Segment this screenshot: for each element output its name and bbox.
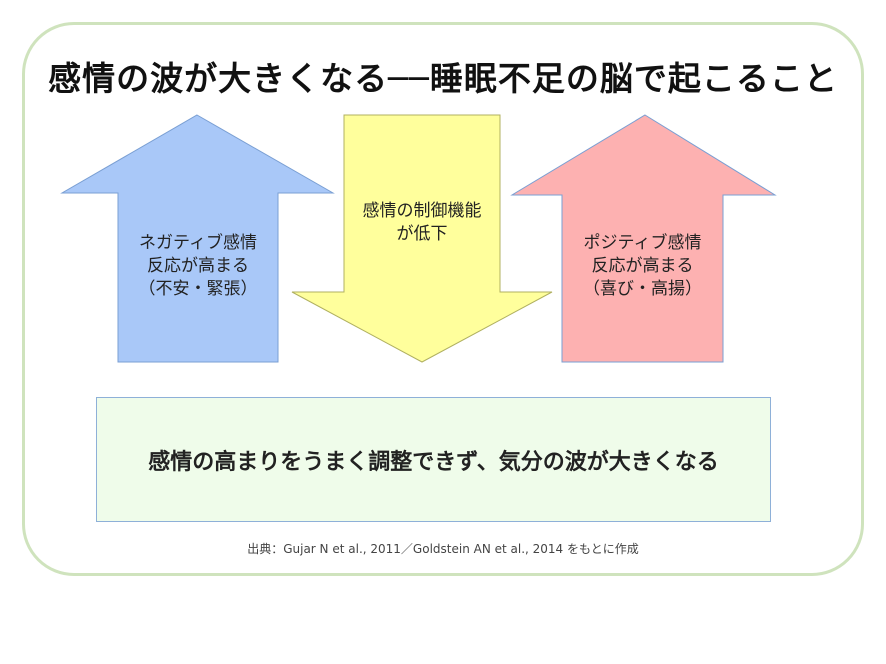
result-box: 感情の高まりをうまく調整できず、気分の波が大きくなる [96, 397, 771, 522]
positive-label: ポジティブ感情 反応が高まる （喜び・高揚） [562, 232, 723, 301]
control-down-arrow [291, 114, 553, 363]
negative-line3: （不安・緊張） [138, 279, 258, 299]
positive-line1: ポジティブ感情 [583, 233, 702, 253]
negative-line1: ネガティブ感情 [139, 233, 257, 253]
source-citation: 出典：Gujar N et al., 2011／Goldstein AN et … [247, 542, 639, 556]
positive-up-arrow [510, 114, 777, 363]
control-label: 感情の制御機能 が低下 [344, 200, 500, 246]
control-line2: が低下 [396, 224, 448, 244]
negative-up-arrow [60, 114, 335, 363]
negative-line2: 反応が高まる [147, 256, 249, 276]
control-line1: 感情の制御機能 [362, 201, 482, 221]
slide-frame [22, 22, 864, 576]
result-text: 感情の高まりをうまく調整できず、気分の波が大きくなる [148, 449, 719, 475]
positive-line3: （喜び・高揚） [583, 279, 702, 299]
positive-line2: 反応が高まる [591, 256, 694, 276]
negative-label: ネガティブ感情 反応が高まる （不安・緊張） [118, 232, 278, 301]
slide-title: 感情の波が大きくなる──睡眠不足の脳で起こること [48, 59, 838, 98]
